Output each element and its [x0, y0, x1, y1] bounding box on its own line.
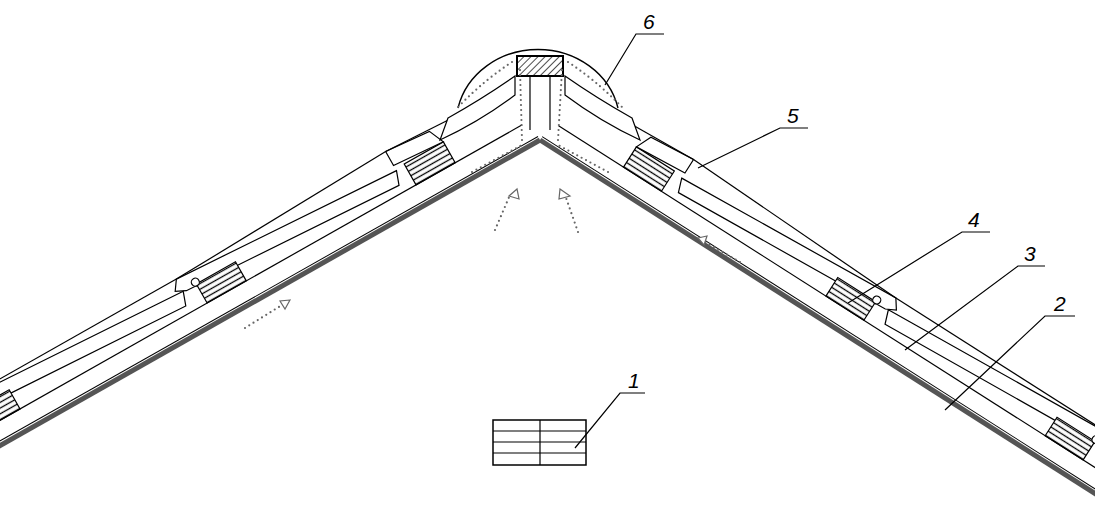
callout-number: 2 [1054, 293, 1066, 314]
callout-number: 4 [968, 209, 980, 230]
callout-number: 5 [787, 105, 799, 126]
callout-number: 1 [628, 370, 640, 391]
callout-number: 6 [643, 11, 655, 32]
callout-number: 3 [1024, 243, 1036, 264]
